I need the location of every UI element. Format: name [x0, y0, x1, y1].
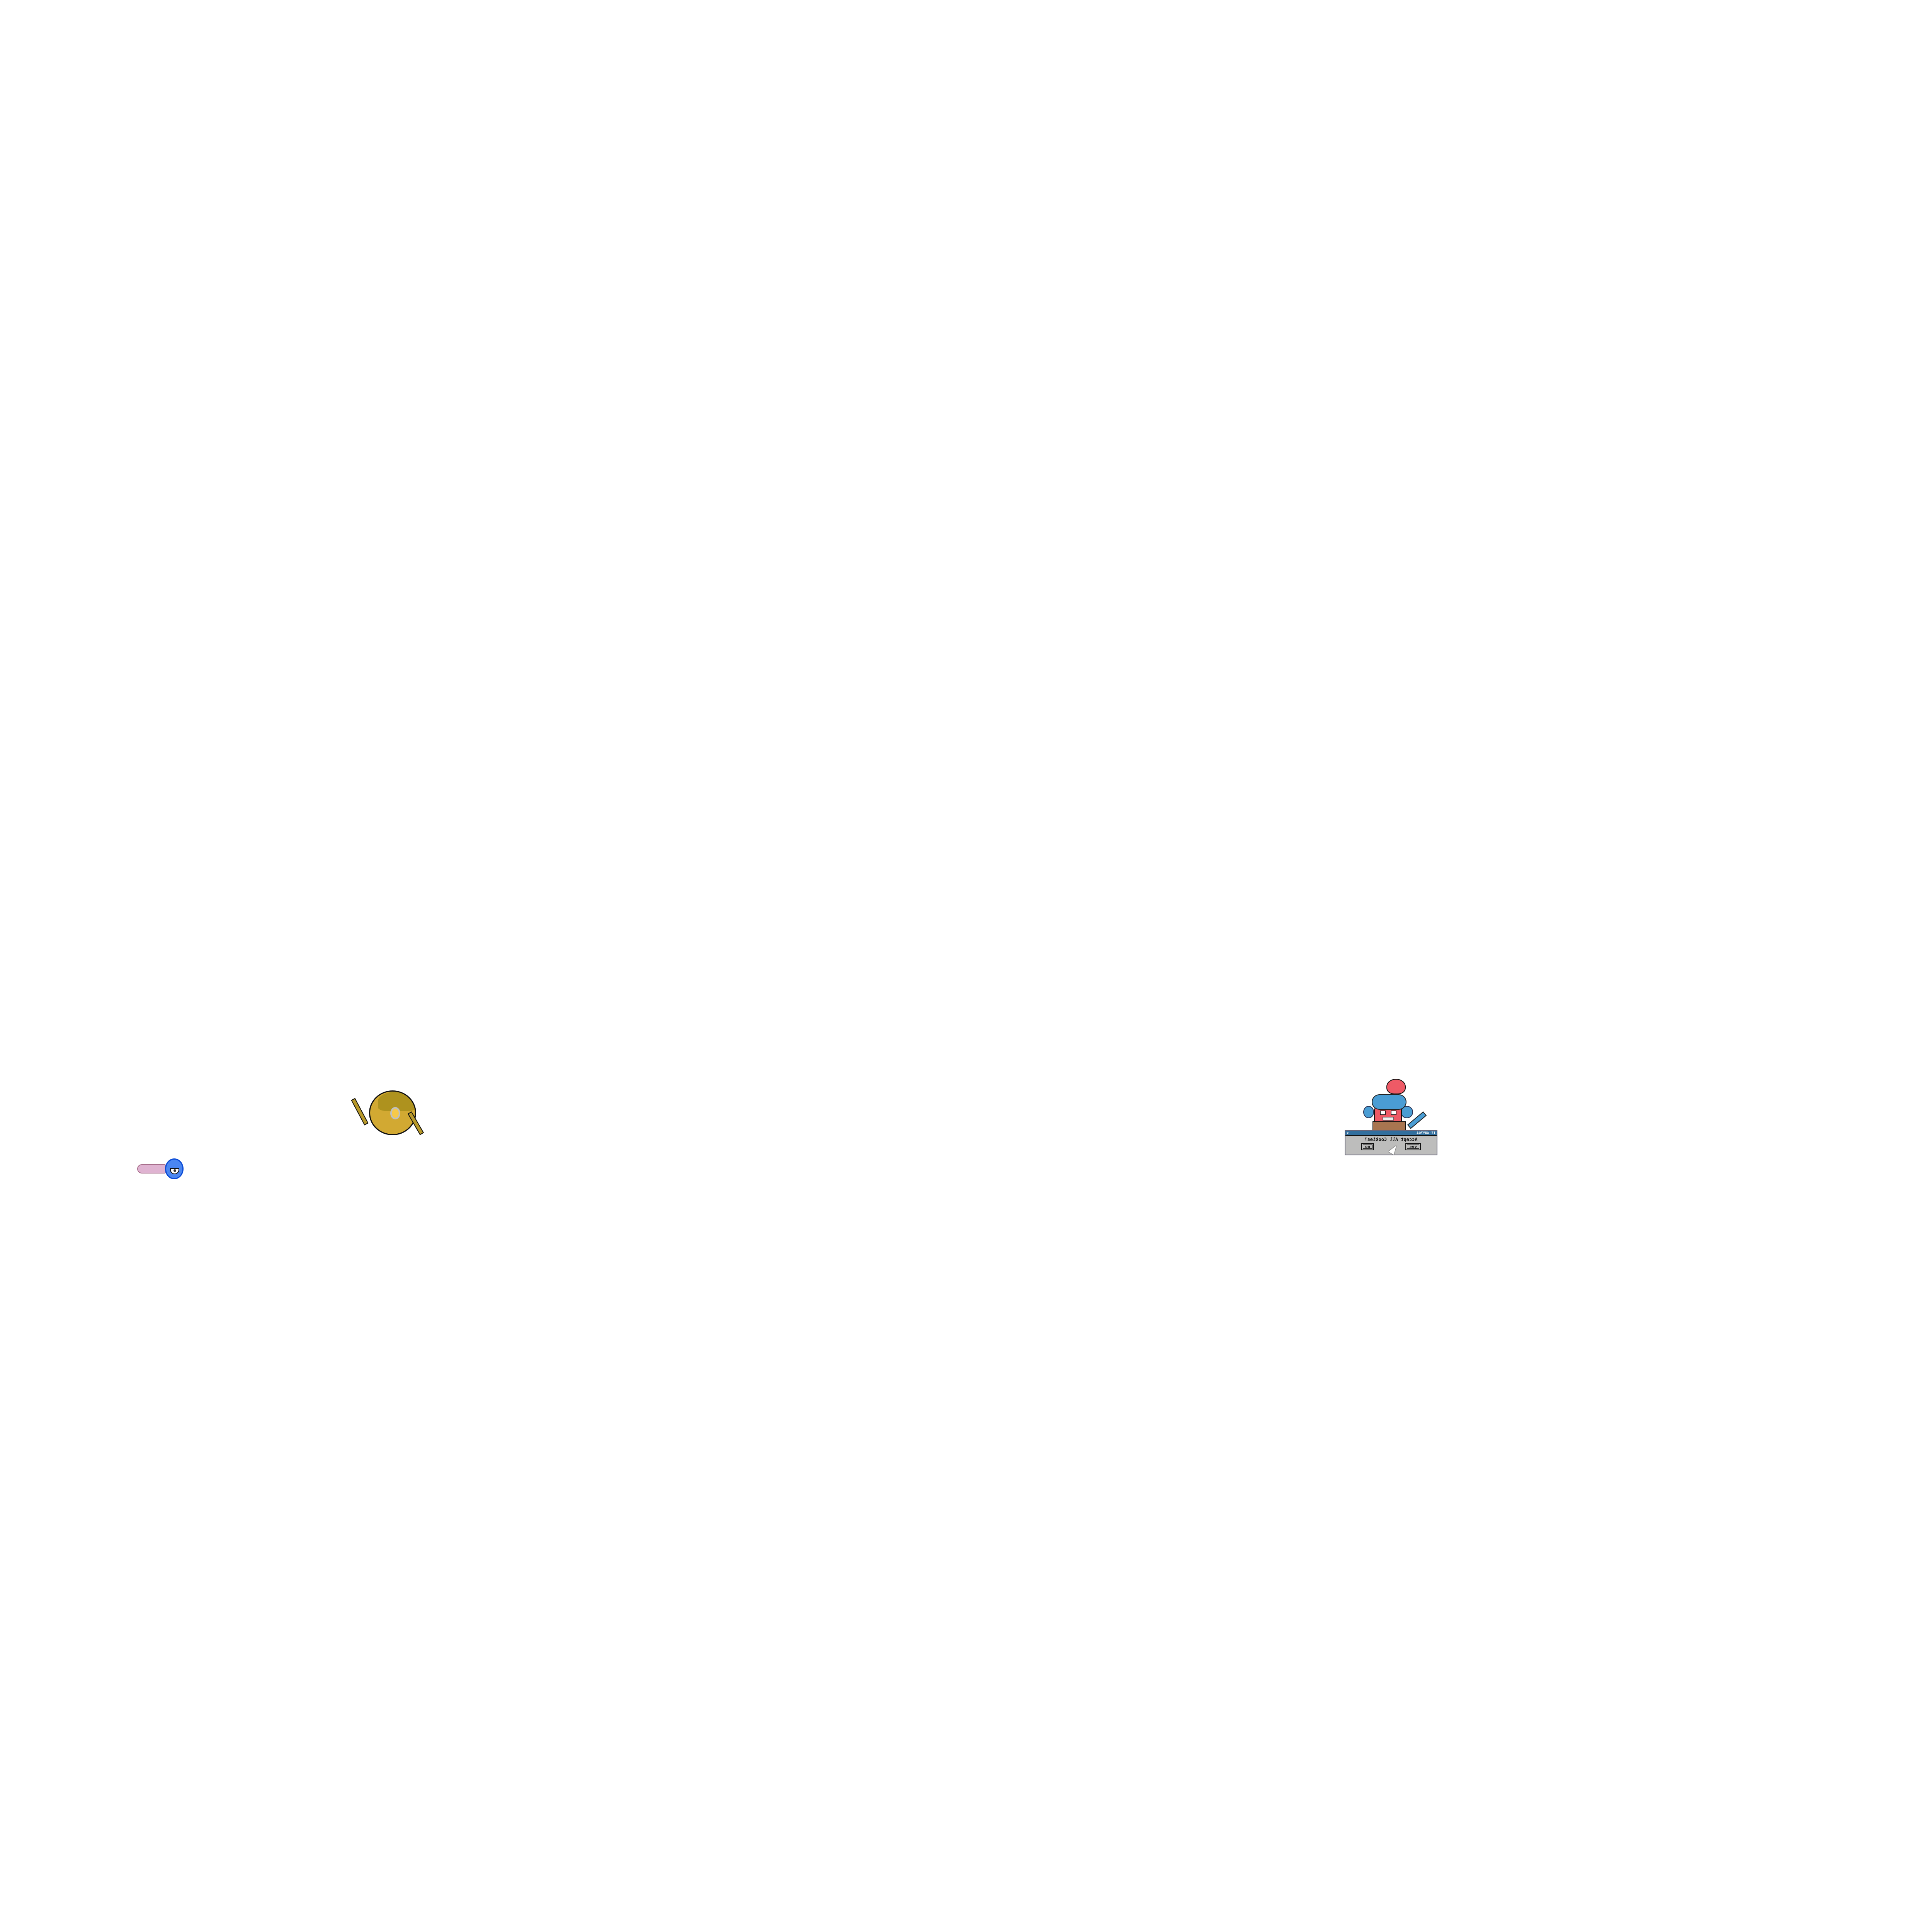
golden-disc — [369, 1090, 416, 1135]
dialog-title: IE-4UY7O4 — [1417, 1131, 1435, 1135]
dialog-titlebar: IE-4UY7O4 x — [1345, 1131, 1437, 1136]
keyboard — [1372, 1121, 1406, 1131]
pupil — [173, 1169, 176, 1172]
creature-face — [1372, 1106, 1406, 1131]
eye-icon — [170, 1168, 179, 1174]
blue-orb-eye — [165, 1158, 184, 1179]
no-button[interactable]: no — [1361, 1143, 1374, 1150]
dialog-message: Accept All Cookies? — [1364, 1137, 1418, 1142]
left-spike — [351, 1098, 369, 1126]
eye-icon — [1391, 1111, 1396, 1115]
pink-tail — [137, 1164, 166, 1173]
creature-hat — [1386, 1079, 1406, 1094]
left-puff — [1363, 1106, 1374, 1118]
eye-icon — [1380, 1111, 1386, 1115]
mouth — [1383, 1117, 1394, 1121]
yes-button[interactable]: yes — [1405, 1143, 1421, 1150]
close-icon[interactable]: x — [1347, 1131, 1349, 1135]
disc-core — [390, 1107, 400, 1119]
creature-hair — [1372, 1094, 1406, 1110]
